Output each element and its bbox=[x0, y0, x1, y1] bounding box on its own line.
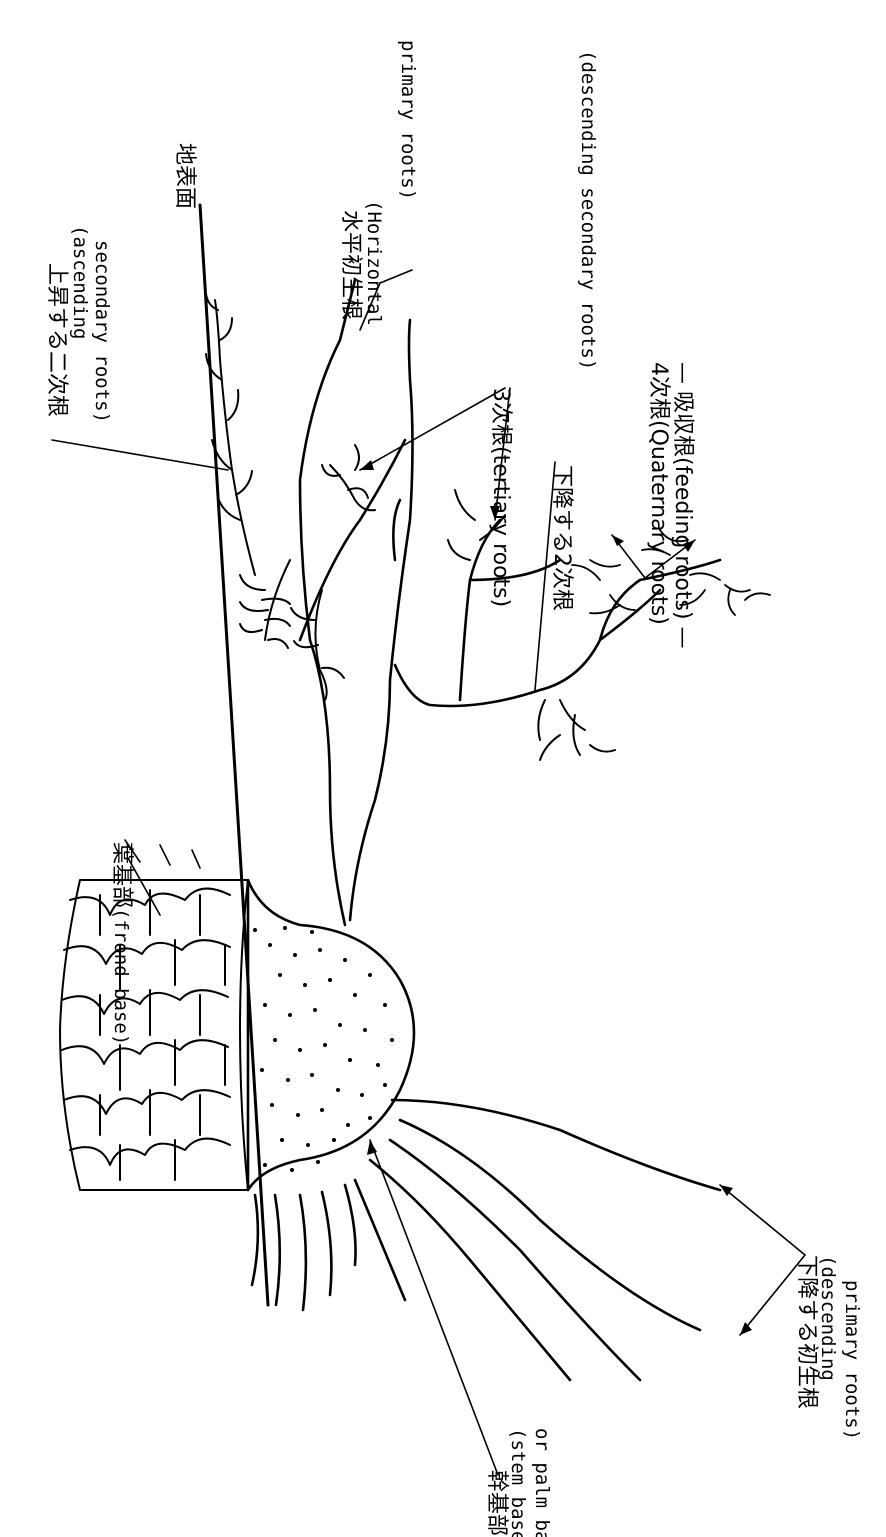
left-rootlet-cluster bbox=[240, 560, 344, 700]
frond-base-label: 葉基部(frond base) bbox=[109, 842, 134, 1045]
tertiary-leader-1 bbox=[360, 388, 505, 470]
quaternary-label: 4次根(Quaternary roots) bbox=[646, 362, 671, 625]
stem-base-label-en-2: or palm base) bbox=[531, 1428, 553, 1537]
ascending-secondary-label-en-2: secondary roots) bbox=[91, 240, 113, 423]
horizontal-primary-label-en-1: (Horizontal bbox=[363, 200, 385, 326]
descending-primary-leader-1 bbox=[720, 1185, 805, 1255]
ascending-secondary-leader bbox=[52, 440, 228, 470]
horizontal-primary-label-en-2: primary roots) bbox=[397, 40, 419, 200]
descending-primary-roots bbox=[355, 1100, 720, 1380]
tertiary-label: 3次根(tertiary roots) bbox=[488, 388, 513, 607]
horizontal-primary-roots bbox=[300, 280, 413, 925]
ground-surface-label: 地表面 bbox=[172, 143, 197, 209]
stem-base-leader bbox=[370, 1140, 498, 1475]
tertiary-arrowhead-1 bbox=[360, 460, 374, 470]
descending-secondary-label-ja: 下降する2次根 bbox=[549, 465, 574, 611]
stem-base-dots bbox=[253, 926, 394, 1172]
stem-base-label-ja: 幹基部 bbox=[484, 1470, 509, 1536]
frond-base-drawing bbox=[60, 840, 248, 1190]
stem-base-drawing bbox=[248, 880, 414, 1190]
descending-primary-label-en-1: (descending bbox=[817, 1255, 839, 1381]
feeding-roots-dash: — bbox=[670, 362, 695, 391]
quaternary-arrowhead-1 bbox=[612, 535, 624, 546]
descending-primary-label-en-2: primary roots) bbox=[841, 1280, 863, 1440]
ascending-secondary-label-ja: 上昇する二次根 bbox=[44, 263, 69, 417]
feeding-roots-label: — 吸収根(feeding roots) — bbox=[670, 362, 695, 649]
horizontal-primary-label-ja: 水平初生根 bbox=[338, 210, 363, 320]
descending-primary-arrowhead-2 bbox=[740, 1322, 752, 1335]
stem-base-label-en-1: (stem base bbox=[507, 1428, 529, 1537]
descending-primary-label-ja: 下降する初生根 bbox=[794, 1255, 819, 1409]
labels: 葉基部(frond base) 上昇する二次根 (ascending secon… bbox=[44, 40, 863, 1537]
ascending-secondary-label-en-1: (ascending bbox=[69, 225, 91, 339]
descending-secondary-label-en: (descending secondary roots) bbox=[577, 50, 599, 370]
